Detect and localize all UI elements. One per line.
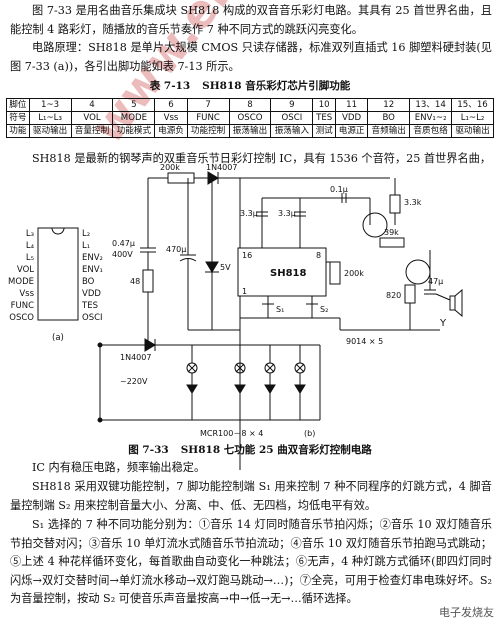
label-r33k: 3.3k (404, 198, 422, 207)
table-row-functions: 功能 驱动输出 音量控制 功能模式 电源负 功能控制 振荡输出 振荡输入 测试 … (6, 124, 494, 138)
table-caption-number: 表 7-13 (149, 80, 191, 92)
label-ic: SH818 (270, 268, 306, 279)
table-cell: 功能控制 (186, 124, 230, 138)
lamp-array (186, 345, 306, 420)
label-r200k2: 200k (344, 269, 364, 278)
corner-logo: 电子发烧友 (439, 606, 494, 619)
label-zener: 5V (220, 263, 231, 272)
dip-notch (51, 227, 65, 235)
label-c01: 0.1μ (330, 185, 348, 194)
pin-label: Vss (19, 289, 34, 299)
subfigure-a-label: (a) (52, 333, 64, 343)
pin-label: MODE (8, 277, 34, 287)
label-c33a: 3.3μ (240, 209, 258, 218)
pin-label: L₅ (26, 253, 34, 263)
sh818-ic-body (237, 247, 327, 297)
label-diode-top: 1N4007 (206, 163, 237, 172)
label-r200k: 200k (160, 163, 180, 172)
label-pin8: 8 (316, 251, 321, 260)
label-c47: 47μ (428, 277, 443, 286)
figure-caption-number: 图 7-33 (128, 444, 169, 456)
pin-label: BO (82, 277, 95, 287)
label-v400: 400V (112, 250, 133, 259)
dip-chip-outline (37, 227, 79, 321)
pin-label: L₂ (82, 229, 90, 239)
label-transistors: 9014 × 5 (346, 337, 383, 346)
label-r820: 820 (386, 291, 401, 300)
table-cell: 驱动输出 (451, 124, 494, 138)
table-row-symbols: 符号 L₁~L₃ VOL MODE Vss FUNC OSCO OSCI TES… (6, 111, 494, 125)
label-c33b: 3.3μ (278, 209, 296, 218)
label-ac: ~220V (120, 377, 148, 386)
component-labels: 200k 1N4007 0.47μ 400V 48 470μ 5V 3.3μ 3… (112, 163, 447, 438)
pin-label: OSCO (9, 313, 34, 323)
label-c470: 470μ (166, 245, 186, 254)
label-r39k: 39k (384, 228, 399, 237)
label-pin1: 1 (242, 287, 247, 296)
table-cell: 电源负 (154, 124, 188, 138)
subfigure-b-label: (b) (304, 429, 315, 438)
pin-label: L₄ (26, 241, 35, 251)
paragraph-modes: SH818 采用双键功能控制，7 脚功能控制端 S₁ 用来控制 7 种不同程序的… (10, 480, 492, 512)
pin-label: L₁ (82, 241, 90, 251)
table-caption: 表 7-13 SH818 音乐彩灯芯片引脚功能 (0, 78, 500, 93)
dip-pin-labels: L₃ L₄ L₅ VOL MODE Vss FUNC OSCO L₂ L₁ EN… (8, 229, 103, 343)
pin-label: VOL (17, 265, 34, 275)
table-cell: 9 (270, 98, 314, 112)
table-cell: 功能 (6, 124, 30, 138)
table-cell: Vss (154, 111, 188, 125)
label-c047: 0.47μ (112, 239, 135, 248)
table-cell: 电源正 (334, 124, 369, 138)
label-pin16: 16 (242, 251, 252, 260)
paragraph-chip-desc2: IC 内有稳压电路，频率输出稳定。 (32, 461, 206, 474)
table-cell: 音量控制 (70, 124, 114, 138)
label-speaker: Y (439, 318, 447, 329)
pin-label: ENV₂ (82, 253, 103, 263)
paragraph-principle: 电路原理：SH818 是单片大规模 CMOS 只读存储器，标准双列直插式 16 … (10, 41, 492, 73)
pin-label: VDD (82, 289, 101, 299)
label-scr: MCR100－8 × 4 (200, 429, 263, 438)
pin-label: OSCI (82, 313, 103, 323)
label-diode-bottom: 1N4007 (120, 353, 151, 362)
paragraph-chip-desc: SH818 是最新的钢琴声的双重音乐节日彩灯控制 IC，具有 1536 个音符，… (32, 152, 492, 165)
table-caption-text: SH818 音乐彩灯芯片引脚功能 (202, 80, 351, 92)
table-row-header: 脚位 1~3 4 5 6 7 8 9 10 11 12 13、14 15、16 (6, 98, 494, 112)
label-r48: 48 (130, 277, 140, 286)
paragraph-intro: 图 7-33 是用名曲音乐集成块 SH818 构成的双音音乐彩灯电路。其具有 2… (10, 4, 492, 36)
table-cell: 振荡输入 (270, 124, 314, 138)
pin-label: ENV₁ (82, 265, 103, 275)
figure-caption: 图 7-33 SH818 七功能 25 曲双音彩灯控制电路 (0, 442, 500, 457)
pin-label: FUNC (11, 301, 34, 311)
figure-caption-text: SH818 七功能 25 曲双音彩灯控制电路 (180, 444, 372, 456)
label-s1: S₁ (276, 305, 284, 314)
pin-label: L₃ (26, 229, 34, 239)
paragraph-mode-list: S₁ 选择的 7 种不同功能分别为：①音乐 14 灯同时随音乐节拍闪烁；②音乐 … (10, 518, 492, 605)
label-s2: S₂ (320, 305, 328, 314)
pin-function-table: 脚位 1~3 4 5 6 7 8 9 10 11 12 13、14 15、16 … (6, 98, 494, 138)
pin-label: TES (81, 301, 98, 311)
table-cell: OSCI (270, 111, 314, 125)
